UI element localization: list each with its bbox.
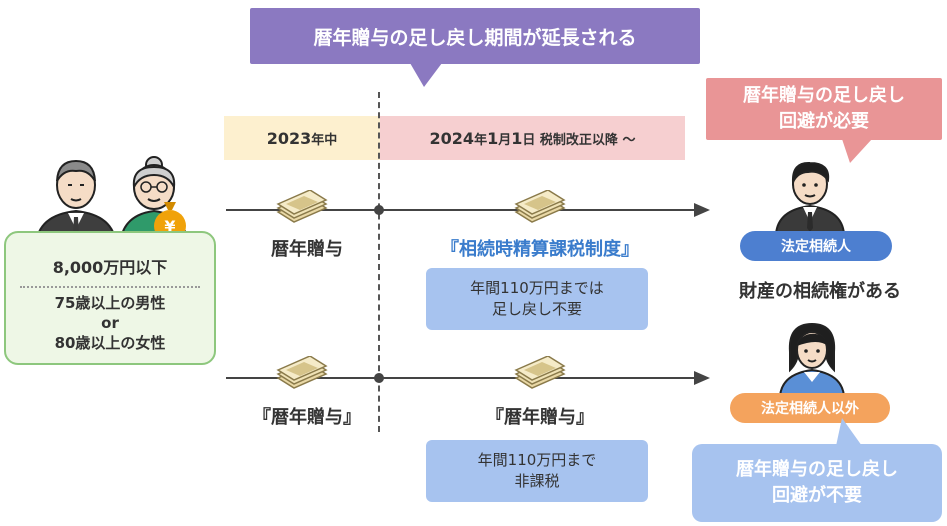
banknote-stack-icon xyxy=(514,356,566,389)
legal-heir-callout-line2: 回避が必要 xyxy=(779,111,869,132)
period-2024-nen: 年 xyxy=(474,132,488,148)
period-2024-gatsu: 月 xyxy=(498,132,512,148)
non-legal-heir-badge: 法定相続人以外 xyxy=(730,393,890,423)
grantor-condition-box xyxy=(4,231,216,365)
non-legal-heir-callout: 暦年贈与の足し戻し 回避が不要 xyxy=(692,444,942,522)
period-2023-year: 2023 xyxy=(266,128,312,148)
lower-timeline xyxy=(226,377,696,379)
upper-timeline-reform-dot xyxy=(374,205,384,215)
lower-timeline-arrowhead xyxy=(694,371,710,385)
legal-heir-callout-tail xyxy=(842,139,872,163)
lower-left-label: 『暦年贈与』 xyxy=(253,407,361,428)
period-2024-hi: 日 xyxy=(522,132,536,148)
grantor-condition-women: 80歳以上の女性 xyxy=(54,334,166,352)
lower-note-box: 年間110万円まで 非課税 xyxy=(426,440,648,502)
banknote-stack-icon xyxy=(276,356,328,389)
grantor-asset-text: 8,000万円以下 xyxy=(52,258,168,277)
period-2024-month: 1 xyxy=(487,128,499,148)
headline-text: 暦年贈与の足し戻し期間が延長される xyxy=(313,26,637,49)
businessman-icon xyxy=(774,161,846,234)
lower-note-line1: 年間110万円まで xyxy=(477,451,597,469)
upper-note-line2: 足し戻し不要 xyxy=(491,300,582,318)
non-legal-heir-callout-line2: 回避が不要 xyxy=(772,485,862,506)
grantor-separator xyxy=(20,286,200,288)
upper-right-label: 『相続時精算課税制度』 xyxy=(441,239,639,260)
inheritance-rights-text: 財産の相続権がある xyxy=(739,281,901,302)
legal-heir-callout-line1: 暦年贈与の足し戻し xyxy=(743,85,905,106)
non-legal-heir-callout-tail xyxy=(836,418,862,446)
upper-note-box: 年間110万円までは 足し戻し不要 xyxy=(426,268,648,330)
headline-banner-tail xyxy=(410,63,442,87)
headline-banner: 暦年贈与の足し戻し期間が延長される xyxy=(250,8,700,64)
upper-left-label: 暦年贈与 xyxy=(271,239,343,260)
upper-timeline-arrowhead xyxy=(694,203,710,217)
lower-timeline-reform-dot xyxy=(374,373,384,383)
reform-divider xyxy=(378,92,380,432)
grantor-condition-or: or xyxy=(101,314,119,332)
legal-heir-badge: 法定相続人 xyxy=(740,231,892,261)
banknote-stack-icon xyxy=(276,190,328,223)
period-2024-rest: 税制改正以降 〜 xyxy=(535,132,636,148)
businesswoman-icon xyxy=(778,322,846,396)
lower-right-label: 『暦年贈与』 xyxy=(486,407,594,428)
banknote-stack-icon xyxy=(514,190,566,223)
yen-symbol: ¥ xyxy=(164,217,175,236)
legal-heir-callout: 暦年贈与の足し戻し 回避が必要 xyxy=(706,78,942,140)
upper-note-line1: 年間110万円までは xyxy=(470,279,604,297)
period-2023-suffix: 年中 xyxy=(311,132,338,148)
grantor-condition-men: 75歳以上の男性 xyxy=(54,294,166,312)
upper-timeline xyxy=(226,209,696,211)
period-2024-day: 1 xyxy=(511,128,523,148)
period-2024-year: 2024 xyxy=(429,128,475,148)
non-legal-heir-callout-line1: 暦年贈与の足し戻し xyxy=(736,459,898,480)
lower-note-line2: 非課税 xyxy=(514,472,560,490)
